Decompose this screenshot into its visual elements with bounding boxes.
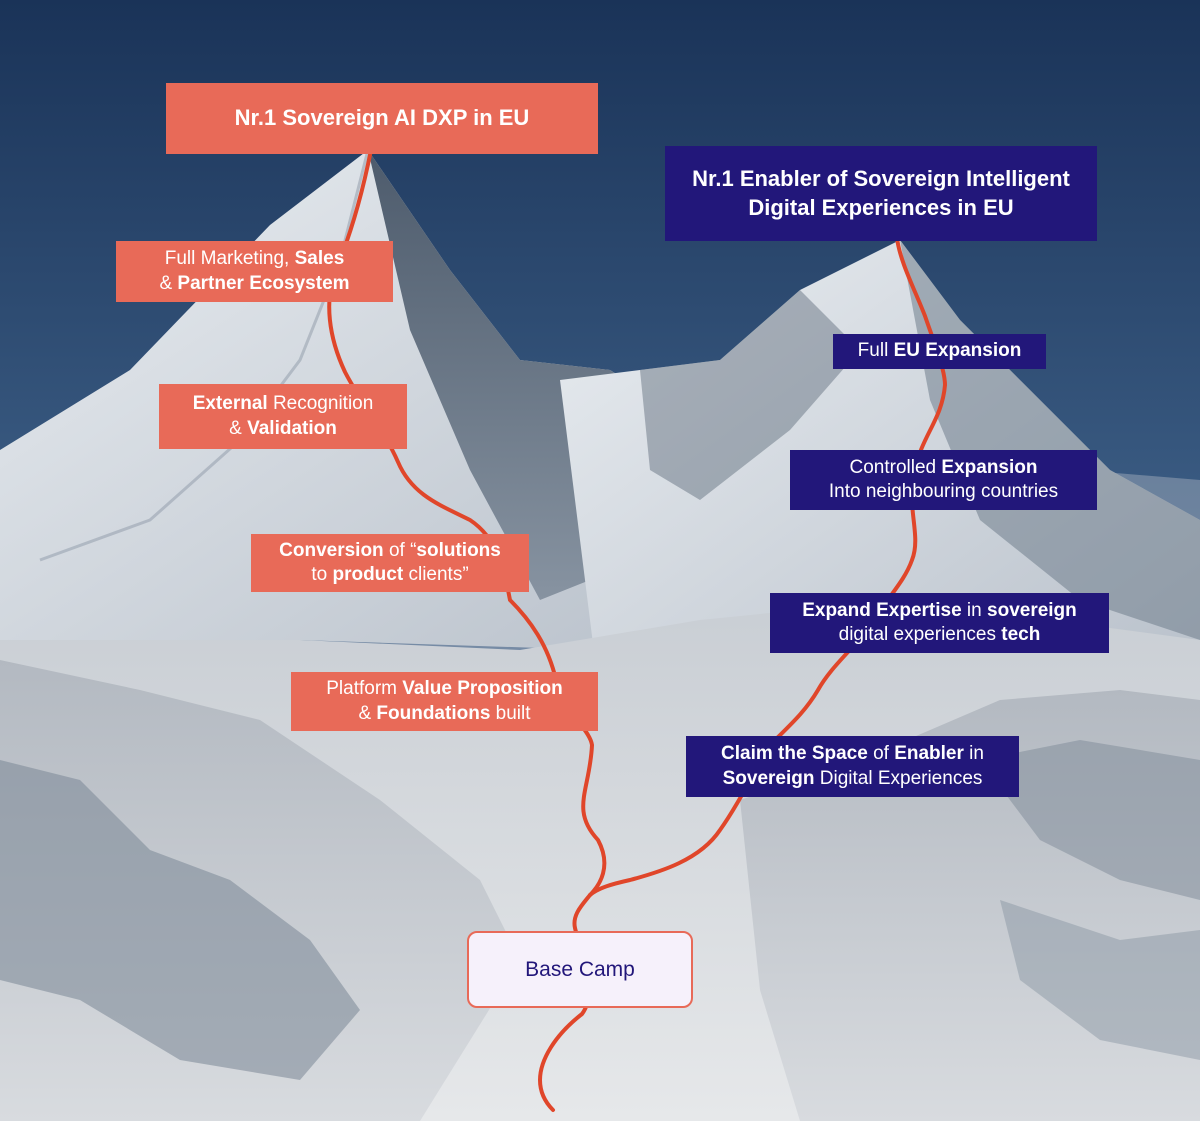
left-step-marketing-line2: & Partner Ecosystem bbox=[159, 272, 349, 296]
right-step-expand-expertise-line1: Expand Expertise in sovereign bbox=[802, 599, 1077, 623]
left-step-conversion: Conversion of “solutions to product clie… bbox=[251, 534, 529, 592]
text-segment: & bbox=[159, 272, 178, 294]
text-segment: of “ bbox=[383, 539, 417, 561]
text-segment-bold: Expansion bbox=[941, 456, 1038, 478]
left-step-recognition-line1: External Recognition bbox=[193, 392, 374, 416]
text-segment-bold: sovereign bbox=[987, 599, 1077, 621]
text-segment-bold: External bbox=[192, 393, 268, 415]
right-step-expand-expertise: Expand Expertise in sovereign digital ex… bbox=[770, 593, 1109, 653]
right-step-claim-space-line2: Sovereign Digital Experiences bbox=[723, 767, 983, 791]
text-segment: of bbox=[867, 743, 895, 765]
text-segment: digital experiences bbox=[838, 624, 1002, 645]
text-segment: in bbox=[963, 743, 984, 765]
text-segment-bold: EU Expansion bbox=[893, 340, 1022, 362]
text-segment: to bbox=[311, 564, 333, 585]
right-peak-goal-line1: Nr.1 Enabler of Sovereign Intelligent bbox=[692, 166, 1070, 192]
foreground-right-rocks-low bbox=[1000, 900, 1200, 1060]
text-segment: & bbox=[358, 702, 377, 724]
text-segment: Recognition bbox=[267, 393, 374, 415]
text-segment-bold: Validation bbox=[247, 417, 337, 439]
text-segment: Full bbox=[857, 340, 894, 362]
left-step-marketing: Full Marketing, Sales & Partner Ecosyste… bbox=[116, 241, 393, 302]
text-segment-bold: solutions bbox=[416, 539, 501, 561]
text-segment-bold: Conversion bbox=[279, 539, 384, 561]
text-segment: built bbox=[490, 702, 531, 724]
left-step-platform-line1: Platform Value Proposition bbox=[326, 677, 563, 701]
right-step-claim-space-line1: Claim the Space of Enabler in bbox=[721, 742, 984, 766]
left-peak-goal: Nr.1 Sovereign AI DXP in EU bbox=[166, 83, 598, 154]
left-peak-goal-text: Nr.1 Sovereign AI DXP in EU bbox=[234, 105, 530, 131]
text-segment-bold: product bbox=[332, 564, 404, 585]
text-segment: clients” bbox=[403, 564, 469, 585]
text-segment: Full Marketing, bbox=[164, 248, 295, 270]
base-camp-box: Base Camp bbox=[467, 931, 693, 1008]
left-step-platform: Platform Value Proposition & Foundations… bbox=[291, 672, 598, 731]
right-peak-goal-line2: Digital Experiences in EU bbox=[748, 194, 1014, 220]
right-peak-goal: Nr.1 Enabler of Sovereign Intelligent Di… bbox=[665, 146, 1097, 241]
text-segment: Platform bbox=[326, 678, 403, 700]
left-step-platform-line2: & Foundations built bbox=[358, 702, 530, 726]
right-step-controlled-expansion-line2: Into neighbouring countries bbox=[829, 480, 1058, 504]
text-segment: Into neighbouring countries bbox=[828, 481, 1059, 502]
foreground-left-rocks bbox=[0, 760, 360, 1080]
text-segment-bold: Claim the Space bbox=[721, 743, 868, 765]
left-step-marketing-line1: Full Marketing, Sales bbox=[165, 247, 345, 271]
foreground-right-rocks bbox=[980, 740, 1200, 900]
left-step-conversion-line1: Conversion of “solutions bbox=[279, 539, 501, 563]
right-step-claim-space: Claim the Space of Enabler in Sovereign … bbox=[686, 736, 1019, 797]
text-segment-bold: tech bbox=[1001, 624, 1041, 645]
right-step-eu-expansion: Full EU Expansion bbox=[833, 334, 1046, 369]
text-segment: in bbox=[961, 599, 988, 621]
text-segment-bold: Expand Expertise bbox=[802, 599, 962, 621]
right-step-controlled-expansion: Controlled Expansion Into neighbouring c… bbox=[790, 450, 1097, 510]
right-step-controlled-expansion-line1: Controlled Expansion bbox=[850, 456, 1038, 480]
text-segment: Controlled bbox=[849, 456, 942, 478]
right-step-expand-expertise-line2: digital experiences tech bbox=[839, 623, 1041, 647]
text-segment-bold: Sovereign bbox=[722, 767, 815, 789]
text-segment-bold: Enabler bbox=[894, 743, 964, 765]
left-step-conversion-line2: to product clients” bbox=[311, 563, 468, 587]
left-step-recognition-line2: & Validation bbox=[229, 417, 337, 441]
text-segment: & bbox=[229, 417, 248, 439]
text-segment-bold: Value Proposition bbox=[402, 678, 563, 700]
main-route bbox=[537, 893, 592, 1112]
text-segment: Digital Experiences bbox=[814, 767, 983, 789]
left-step-recognition: External Recognition & Validation bbox=[159, 384, 407, 449]
base-camp-label: Base Camp bbox=[525, 957, 635, 981]
right-step-eu-expansion-line1: Full EU Expansion bbox=[858, 339, 1022, 363]
right-mountain-left-shadow bbox=[640, 290, 860, 500]
text-segment-bold: Sales bbox=[294, 248, 345, 270]
text-segment-bold: Foundations bbox=[376, 702, 491, 724]
text-segment-bold: Partner Ecosystem bbox=[177, 272, 350, 294]
